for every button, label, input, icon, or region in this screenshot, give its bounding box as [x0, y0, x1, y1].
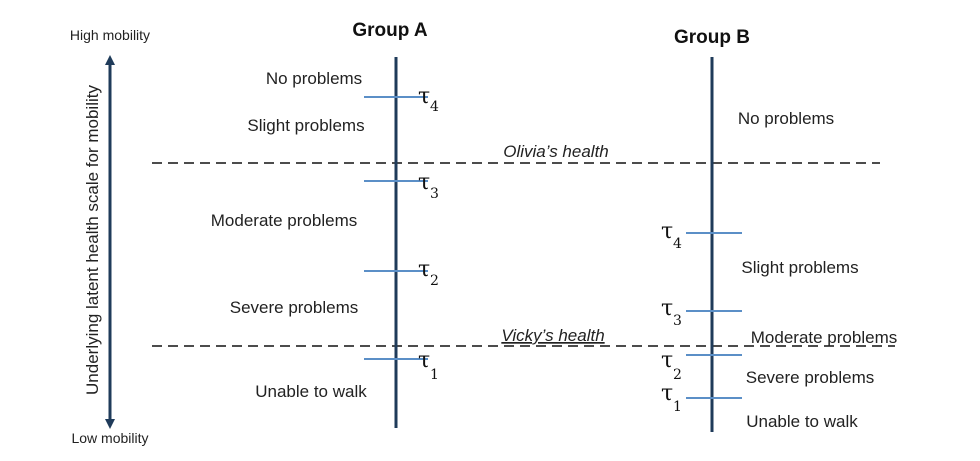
group-b-category: Moderate problems [751, 328, 897, 347]
tau-symbol: τ [661, 219, 673, 244]
threshold-subscript: 3 [673, 313, 682, 329]
threshold-subscript: 4 [673, 236, 682, 252]
group-b-title: Group B [674, 27, 750, 48]
threshold-subscript: 2 [430, 273, 439, 289]
group-a-category: No problems [266, 69, 362, 88]
tau-symbol: τ [661, 296, 673, 321]
threshold-subscript: 1 [673, 399, 682, 415]
tau-symbol: τ [418, 257, 430, 282]
group-a-title: Group A [352, 20, 428, 41]
axis-top-label: High mobility [70, 27, 150, 43]
group-a-category: Severe problems [230, 298, 359, 317]
threshold-subscript: 3 [430, 186, 439, 202]
vicky-label: Vicky’s health [501, 326, 604, 345]
axis-bottom-label: Low mobility [71, 430, 148, 446]
olivia-label: Olivia’s health [503, 142, 609, 161]
group-b-category: Slight problems [741, 258, 858, 277]
tau-symbol: τ [418, 348, 430, 373]
group-b-category: Severe problems [746, 368, 875, 387]
tau-symbol: τ [661, 348, 673, 373]
threshold-subscript: 1 [430, 367, 439, 383]
group-a-category: Moderate problems [211, 211, 357, 230]
group-a-category: Slight problems [247, 116, 364, 135]
axis-label: Underlying latent health scale for mobil… [83, 85, 102, 395]
group-b-category: No problems [738, 109, 834, 128]
threshold-subscript: 2 [673, 367, 682, 383]
group-a-category: Unable to walk [255, 382, 367, 401]
tau-symbol: τ [418, 84, 430, 109]
threshold-subscript: 4 [430, 99, 439, 115]
group-b-category: Unable to walk [746, 412, 858, 431]
tau-symbol: τ [661, 381, 673, 406]
tau-symbol: τ [418, 170, 430, 195]
